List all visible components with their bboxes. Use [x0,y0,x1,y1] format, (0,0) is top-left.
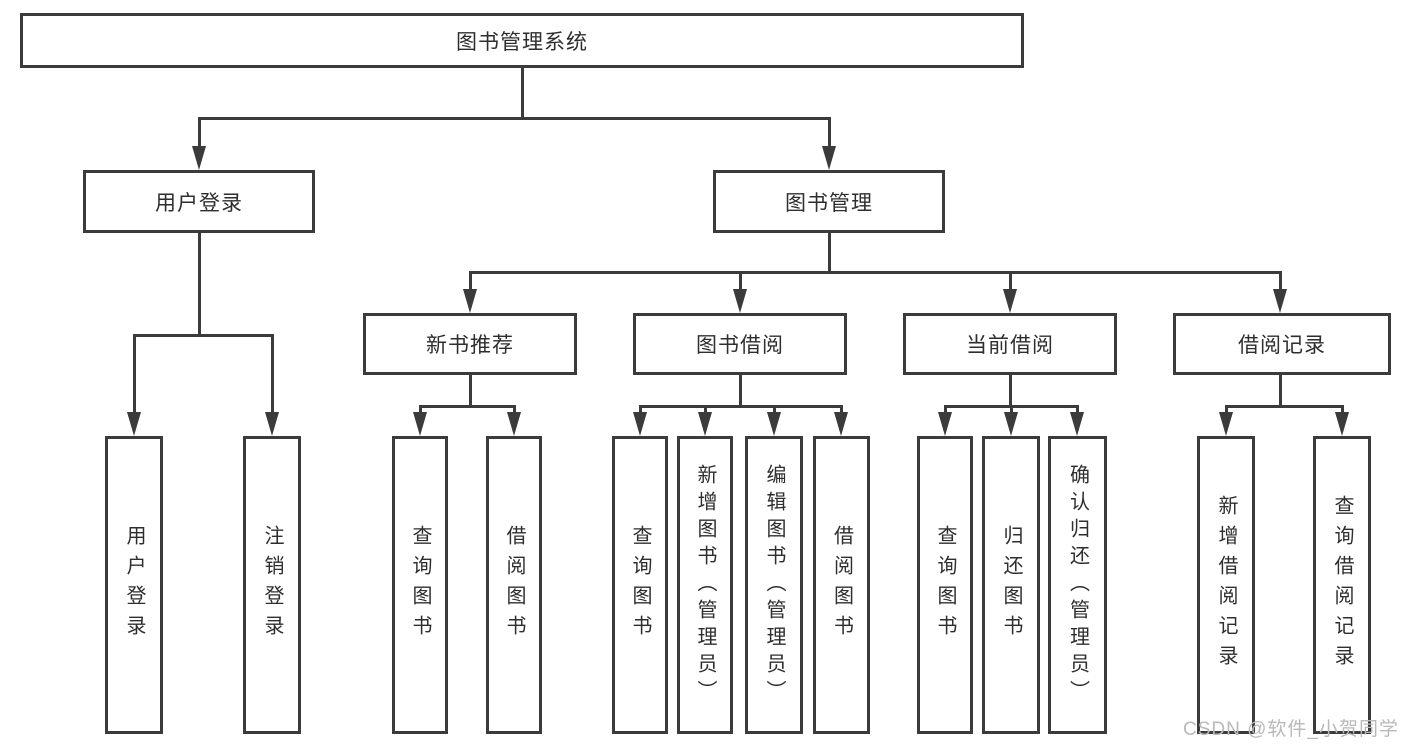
arrowhead-icon [1219,412,1233,436]
arrowhead-icon [192,146,206,170]
arrowhead-icon [733,289,747,313]
leaf-recommend-borrow-books: 借阅图书 [486,436,542,734]
leaf-confirm-return-admin-label: 确认归还（管理员） [1066,463,1089,707]
leaf-logout-label: 注销登录 [261,525,283,645]
connector-line [738,272,742,294]
leaf-return-books-label: 归还图书 [1000,525,1022,645]
connector-line [827,233,831,272]
arrowhead-icon [1335,412,1349,436]
arrowhead-icon [767,412,781,436]
leaf-query-borrow-record: 查询借阅记录 [1313,436,1371,734]
leaf-confirm-return-admin: 确认归还（管理员） [1048,436,1107,734]
node-new-book-recommend: 新书推荐 [363,313,577,375]
node-book-management-label: 图书管理 [785,191,873,215]
arrowhead-icon [1273,289,1287,313]
connector-line [1008,375,1012,406]
node-book-borrow-label: 图书借阅 [696,334,784,357]
leaf-add-borrow-record-label: 新增借阅记录 [1215,495,1237,675]
arrowhead-icon [463,289,477,313]
node-user-login-group-label: 用户登录 [155,191,243,215]
connector-line [738,375,742,406]
connector-line [1224,404,1344,408]
leaf-user-login: 用户登录 [105,436,163,734]
arrowhead-icon [834,412,848,436]
node-book-management: 图书管理 [713,170,945,233]
leaf-user-login-label: 用户登录 [123,525,145,645]
arrowhead-icon [127,412,141,436]
node-root-label: 图书管理系统 [456,30,588,54]
arrowhead-icon [1070,412,1084,436]
arrowhead-icon [413,412,427,436]
node-current-borrow-label: 当前借阅 [966,334,1054,357]
leaf-borrow-books: 借阅图书 [813,436,870,734]
connector-line [1278,375,1282,406]
node-new-book-recommend-label: 新书推荐 [426,334,514,357]
arrowhead-icon [1004,412,1018,436]
connector-line [1008,272,1012,294]
arrowhead-icon [633,412,647,436]
arrowhead-icon [822,146,836,170]
node-current-borrow: 当前借阅 [903,313,1117,375]
leaf-edit-books-admin-label: 编辑图书（管理员） [763,463,785,707]
leaf-recommend-borrow-books-label: 借阅图书 [503,525,525,645]
leaf-current-query-books: 查询图书 [917,436,973,734]
connector-line [132,335,136,418]
connector-line [520,68,524,118]
leaf-add-borrow-record: 新增借阅记录 [1197,436,1255,734]
arrowhead-icon [1003,289,1017,313]
connector-line [197,118,201,150]
watermark: CSDN @软件_小贺同学 [1183,719,1399,740]
leaf-borrow-query-books-label: 查询图书 [629,525,651,645]
leaf-current-query-books-label: 查询图书 [934,525,956,645]
connector-line [468,270,1282,274]
connector-line [827,118,831,150]
leaf-query-borrow-record-label: 查询借阅记录 [1331,495,1353,675]
leaf-add-books-admin-label: 新增图书（管理员） [694,463,716,707]
arrowhead-icon [698,412,712,436]
leaf-add-books-admin: 新增图书（管理员） [677,436,733,734]
arrowhead-icon [265,412,279,436]
node-user-login-group: 用户登录 [83,170,315,233]
node-root: 图书管理系统 [20,13,1024,68]
leaf-recommend-query-books-label: 查询图书 [409,525,431,645]
leaf-edit-books-admin: 编辑图书（管理员） [745,436,803,734]
leaf-return-books: 归还图书 [982,436,1040,734]
node-borrow-records: 借阅记录 [1173,313,1391,375]
leaf-logout: 注销登录 [243,436,301,734]
leaf-borrow-books-label: 借阅图书 [830,525,853,645]
connector-line [468,375,472,406]
connector-line [270,335,274,418]
leaf-borrow-query-books: 查询图书 [612,436,668,734]
connector-line [197,116,831,120]
leaf-recommend-query-books: 查询图书 [392,436,448,734]
connector-line [132,333,274,337]
node-borrow-records-label: 借阅记录 [1238,334,1326,357]
connector-line [468,272,472,294]
arrowhead-icon [507,412,521,436]
arrowhead-icon [938,412,952,436]
connector-line [418,404,516,408]
connector-line [943,404,1079,408]
connector-line [197,233,201,335]
connector-line [638,404,843,408]
connector-line [1278,272,1282,294]
node-book-borrow: 图书借阅 [633,313,847,375]
